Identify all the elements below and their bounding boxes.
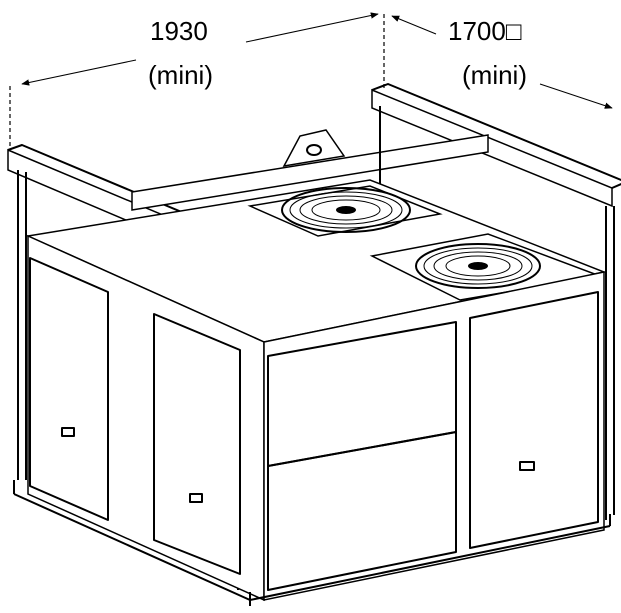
- depth-arrow-right: [539, 83, 613, 109]
- door-handle-icon: [61, 427, 75, 437]
- unit-front-face: [263, 271, 605, 601]
- width-dimension-note: (mini): [148, 60, 213, 90]
- width-dimension: 1930 (mini): [9, 12, 385, 150]
- door-handle-icon: [519, 461, 535, 471]
- door-handle-icon: [189, 493, 203, 503]
- depth-arrow-left: [391, 15, 437, 35]
- depth-dimension-value: 1700□: [448, 16, 522, 46]
- width-arrow-right: [245, 12, 379, 43]
- depth-dimension-note: (mini): [462, 60, 527, 90]
- unit-left-face: [27, 234, 265, 602]
- front-access-door: [469, 291, 599, 549]
- cross-beam: [131, 134, 489, 211]
- front-lower-panel: [267, 431, 457, 591]
- depth-dimension: 1700□ (mini): [391, 15, 613, 109]
- right-spreader-beam: [371, 88, 613, 208]
- lifting-eye: [282, 129, 346, 167]
- condenser-fan-icon-1: [281, 187, 411, 233]
- width-dimension-value: 1930: [150, 16, 208, 46]
- left-access-door-1: [29, 257, 109, 521]
- width-arrow-left: [21, 59, 137, 86]
- base-frame: [13, 480, 611, 606]
- condenser-fan-icon-2: [415, 243, 541, 289]
- left-access-door-2: [153, 313, 241, 575]
